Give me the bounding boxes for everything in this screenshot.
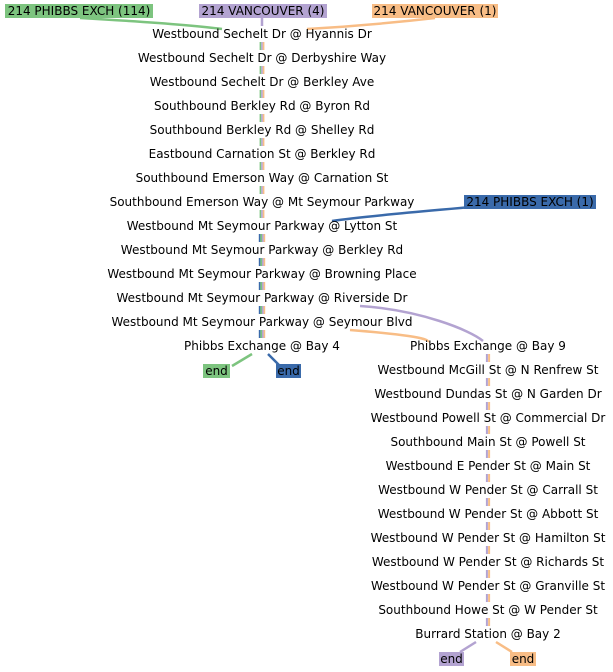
branch-stop-label: Westbound McGill St @ N Renfrew St [378, 363, 599, 377]
trunk-stop-label: Phibbs Exchange @ Bay 4 [184, 339, 340, 353]
route-badge-phibbs-exch-1-bg [464, 195, 596, 209]
end-badge-purple-bg [439, 652, 464, 666]
route-badge-vancouver-1-bg [372, 4, 498, 18]
end-badge-green-label: end [205, 364, 228, 378]
end-badge-orange: end [510, 652, 536, 666]
branch-stop-label: Westbound W Pender St @ Hamilton St [371, 531, 606, 545]
route-badge-vancouver-1: 214 VANCOUVER (1) [372, 4, 498, 18]
branch-stop-label: Westbound Powell St @ Commercial Dr [371, 411, 606, 425]
route-lines [79, 16, 521, 654]
route-badge-phibbs-exch: 214 PHIBBS EXCH (114) [5, 4, 153, 18]
route-badge-vancouver-4-label: 214 VANCOUVER (4) [202, 4, 325, 18]
route-badge-vancouver-1-label: 214 VANCOUVER (1) [374, 4, 497, 18]
trunk-stop-label: Southbound Berkley Rd @ Byron Rd [154, 99, 370, 113]
route-line-green-end [231, 352, 253, 368]
route-badge-vancouver-4: 214 VANCOUVER (4) [199, 4, 327, 18]
branch-stop-label: Westbound Dundas St @ N Garden Dr [374, 387, 601, 401]
route-line-orange-end [495, 640, 513, 654]
trunk-stop-label: Westbound Mt Seymour Parkway @ Seymour B… [111, 315, 412, 329]
trunk-stop-label: Westbound Sechelt Dr @ Berkley Ave [150, 75, 374, 89]
route-line-orange-branch [349, 328, 430, 344]
end-badge-blue-bg [276, 364, 301, 378]
end-badge-blue-label: end [277, 364, 300, 378]
route-badge-phibbs-exch-1: 214 PHIBBS EXCH (1) [464, 195, 596, 209]
route-line-orange-start [306, 16, 436, 31]
branch-stop-label: Westbound W Pender St @ Carrall St [378, 483, 598, 497]
branch-stop-label: Southbound Howe St @ W Pender St [378, 603, 598, 617]
trunk-stop-label: Westbound Mt Seymour Parkway @ Lytton St [127, 219, 398, 233]
branch-stop-label: Burrard Station @ Bay 2 [415, 627, 560, 641]
end-badge-orange-bg [510, 652, 536, 666]
trunk-stop-label: Southbound Berkley Rd @ Shelley Rd [150, 123, 375, 137]
trunk-stop-label: Westbound Sechelt Dr @ Derbyshire Way [138, 51, 386, 65]
route-line-purple-branch [359, 304, 484, 342]
trunk-stop-label: Westbound Mt Seymour Parkway @ Browning … [107, 267, 416, 281]
route-badge-vancouver-4-bg [199, 4, 327, 18]
trunk-stop-label: Westbound Mt Seymour Parkway @ Berkley R… [121, 243, 403, 257]
end-badge-blue: end [276, 364, 301, 378]
branch-stop-label: Westbound W Pender St @ Abbott St [378, 507, 599, 521]
end-badge-purple-label: end [440, 652, 463, 666]
route-line-green-start [79, 16, 223, 31]
trunk-stop-label: Southbound Emerson Way @ Carnation St [136, 171, 389, 185]
trunk-stop-label: Westbound Sechelt Dr @ Hyannis Dr [152, 27, 372, 41]
branch-stop-label: Phibbs Exchange @ Bay 9 [410, 339, 566, 353]
trunk-stop-label: Eastbound Carnation St @ Berkley Rd [149, 147, 376, 161]
trunk-stop-label: Southbound Emerson Way @ Mt Seymour Park… [110, 195, 415, 209]
route-line-purple-end [459, 640, 477, 654]
end-badge-green-bg [203, 364, 230, 378]
trunk-stop-label: Westbound Mt Seymour Parkway @ Riverside… [117, 291, 408, 305]
end-badge-purple: end [439, 652, 464, 666]
end-badge-green: end [203, 364, 230, 378]
branch-stop-label: Westbound W Pender St @ Richards St [372, 555, 605, 569]
end-badge-orange-label: end [512, 652, 535, 666]
branch-stop-label: Westbound W Pender St @ Granville St [371, 579, 605, 593]
route-badge-phibbs-exch-1-label: 214 PHIBBS EXCH (1) [466, 195, 593, 209]
branch-stop-label: Westbound E Pender St @ Main St [386, 459, 591, 473]
route-badge-phibbs-exch-bg [5, 4, 153, 18]
route-badge-phibbs-exch-label: 214 PHIBBS EXCH (114) [8, 4, 151, 18]
branch-stop-label: Southbound Main St @ Powell St [390, 435, 585, 449]
